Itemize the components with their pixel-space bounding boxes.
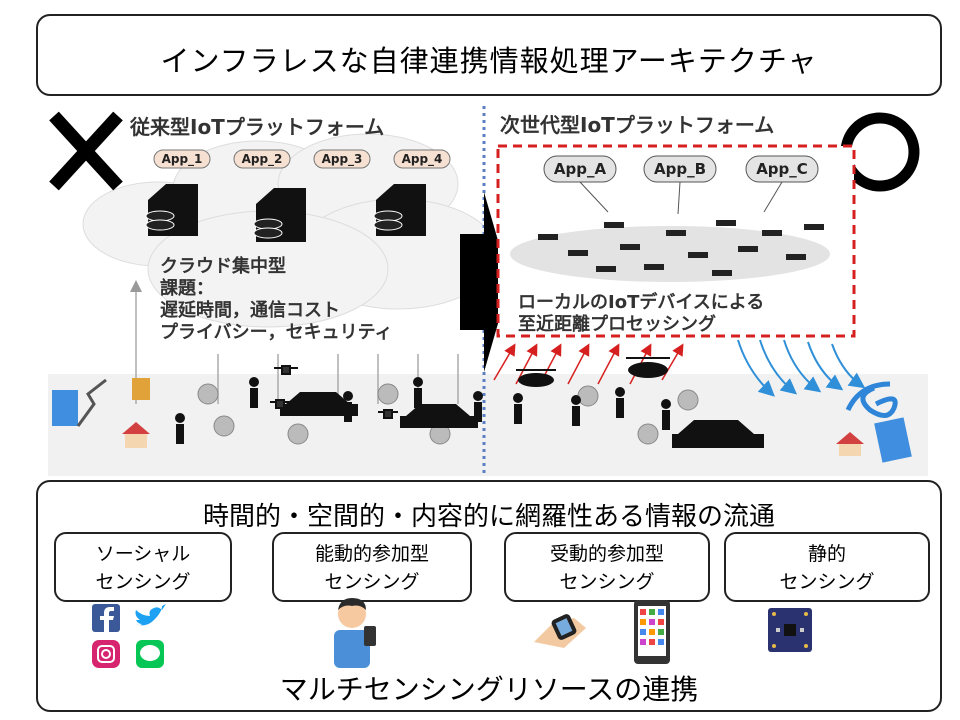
facebook-icon [92, 604, 120, 632]
flow-title: 時間的・空間的・内容的に網羅性ある情報の流通 [202, 502, 775, 532]
architecture-illustration: 従来型IoTプラットフォーム App_1 App_2 App_3 App_4 ク… [48, 106, 928, 476]
building-icon [52, 378, 150, 448]
device-cluster [510, 226, 830, 282]
transition-arrow [460, 192, 510, 372]
damaged-building-icon [836, 417, 912, 463]
category-label-line1: 受動的参加型 [549, 543, 664, 565]
typhoon-icon [845, 381, 898, 418]
category-label-line2: センシング [324, 571, 420, 593]
footer-label: マルチセンシングリソースの連携 [279, 673, 699, 706]
app-pill-b: App_B [654, 160, 706, 178]
title-box: インフラレスな自律連携情報処理アーキテクチャ [36, 14, 942, 96]
issues-label: 課題： [160, 277, 214, 299]
app-pill-1: App_1 [162, 152, 203, 167]
line-app-icon [136, 640, 164, 668]
page-title: インフラレスな自律連携情報処理アーキテクチャ [160, 44, 818, 78]
app-pill-4: App_4 [402, 152, 443, 167]
app-pill-a: App_A [554, 160, 607, 178]
category-label-line2: センシング [559, 571, 655, 593]
app-pill-2: App_2 [242, 152, 283, 167]
app-pill-3: App_3 [322, 152, 363, 167]
instagram-icon [92, 640, 120, 668]
legacy-app-pills: App_1 App_2 App_3 App_4 [153, 149, 451, 169]
drone-icon [270, 365, 398, 419]
category-label-line1: 静的 [807, 543, 846, 565]
category-label-line2: センシング [95, 571, 191, 593]
category-passive-sensing: 受動的参加型 センシング [504, 532, 710, 602]
person-with-phone-icon [334, 598, 376, 668]
app-pill-c: App_C [756, 160, 808, 178]
car-icon [280, 392, 764, 448]
weather-arrows [737, 339, 866, 397]
social-icons [92, 604, 166, 668]
circle-mark-icon [840, 112, 920, 192]
information-flow-panel: 時間的・空間的・内容的に網羅性ある情報の流通 ソーシャル センシング 能動的参加… [36, 480, 942, 712]
category-active-sensing: 能動的参加型 センシング [272, 532, 472, 602]
crack-icon [76, 378, 107, 427]
helicopter-icon [516, 357, 670, 387]
server-icon [145, 184, 426, 242]
smartphone-icon [634, 600, 670, 664]
next-gen-heading: 次世代型IoTプラットフォーム [500, 113, 774, 137]
issue-2: プライバシー，セキュリティ [160, 321, 393, 343]
category-label-line1: ソーシャル [95, 543, 191, 565]
cross-mark-icon [49, 111, 123, 191]
sensor-node-icon [197, 383, 699, 445]
category-label-line1: 能動的参加型 [314, 543, 429, 565]
category-label-line2: センシング [779, 571, 875, 593]
sensor-board-icon [768, 608, 812, 652]
category-social-sensing: ソーシャル センシング [54, 532, 232, 602]
issue-1: 遅延時間，通信コスト [160, 299, 340, 321]
twitter-icon [135, 604, 166, 626]
local-label-1: ローカルのIoTデバイスによる [518, 291, 764, 313]
next-gen-app-pills: App_A App_B App_C [543, 155, 819, 183]
legacy-heading: 従来型IoTプラットフォーム [129, 115, 384, 139]
smartwatch-icon [534, 614, 586, 648]
local-label-2: 至近距離プロセッシング [518, 313, 716, 335]
iot-device-icon [538, 220, 824, 276]
cloud-label: クラウド集中型 [160, 255, 286, 277]
pedestrian-icon [175, 377, 671, 444]
category-static-sensing: 静的 センシング [724, 532, 930, 602]
